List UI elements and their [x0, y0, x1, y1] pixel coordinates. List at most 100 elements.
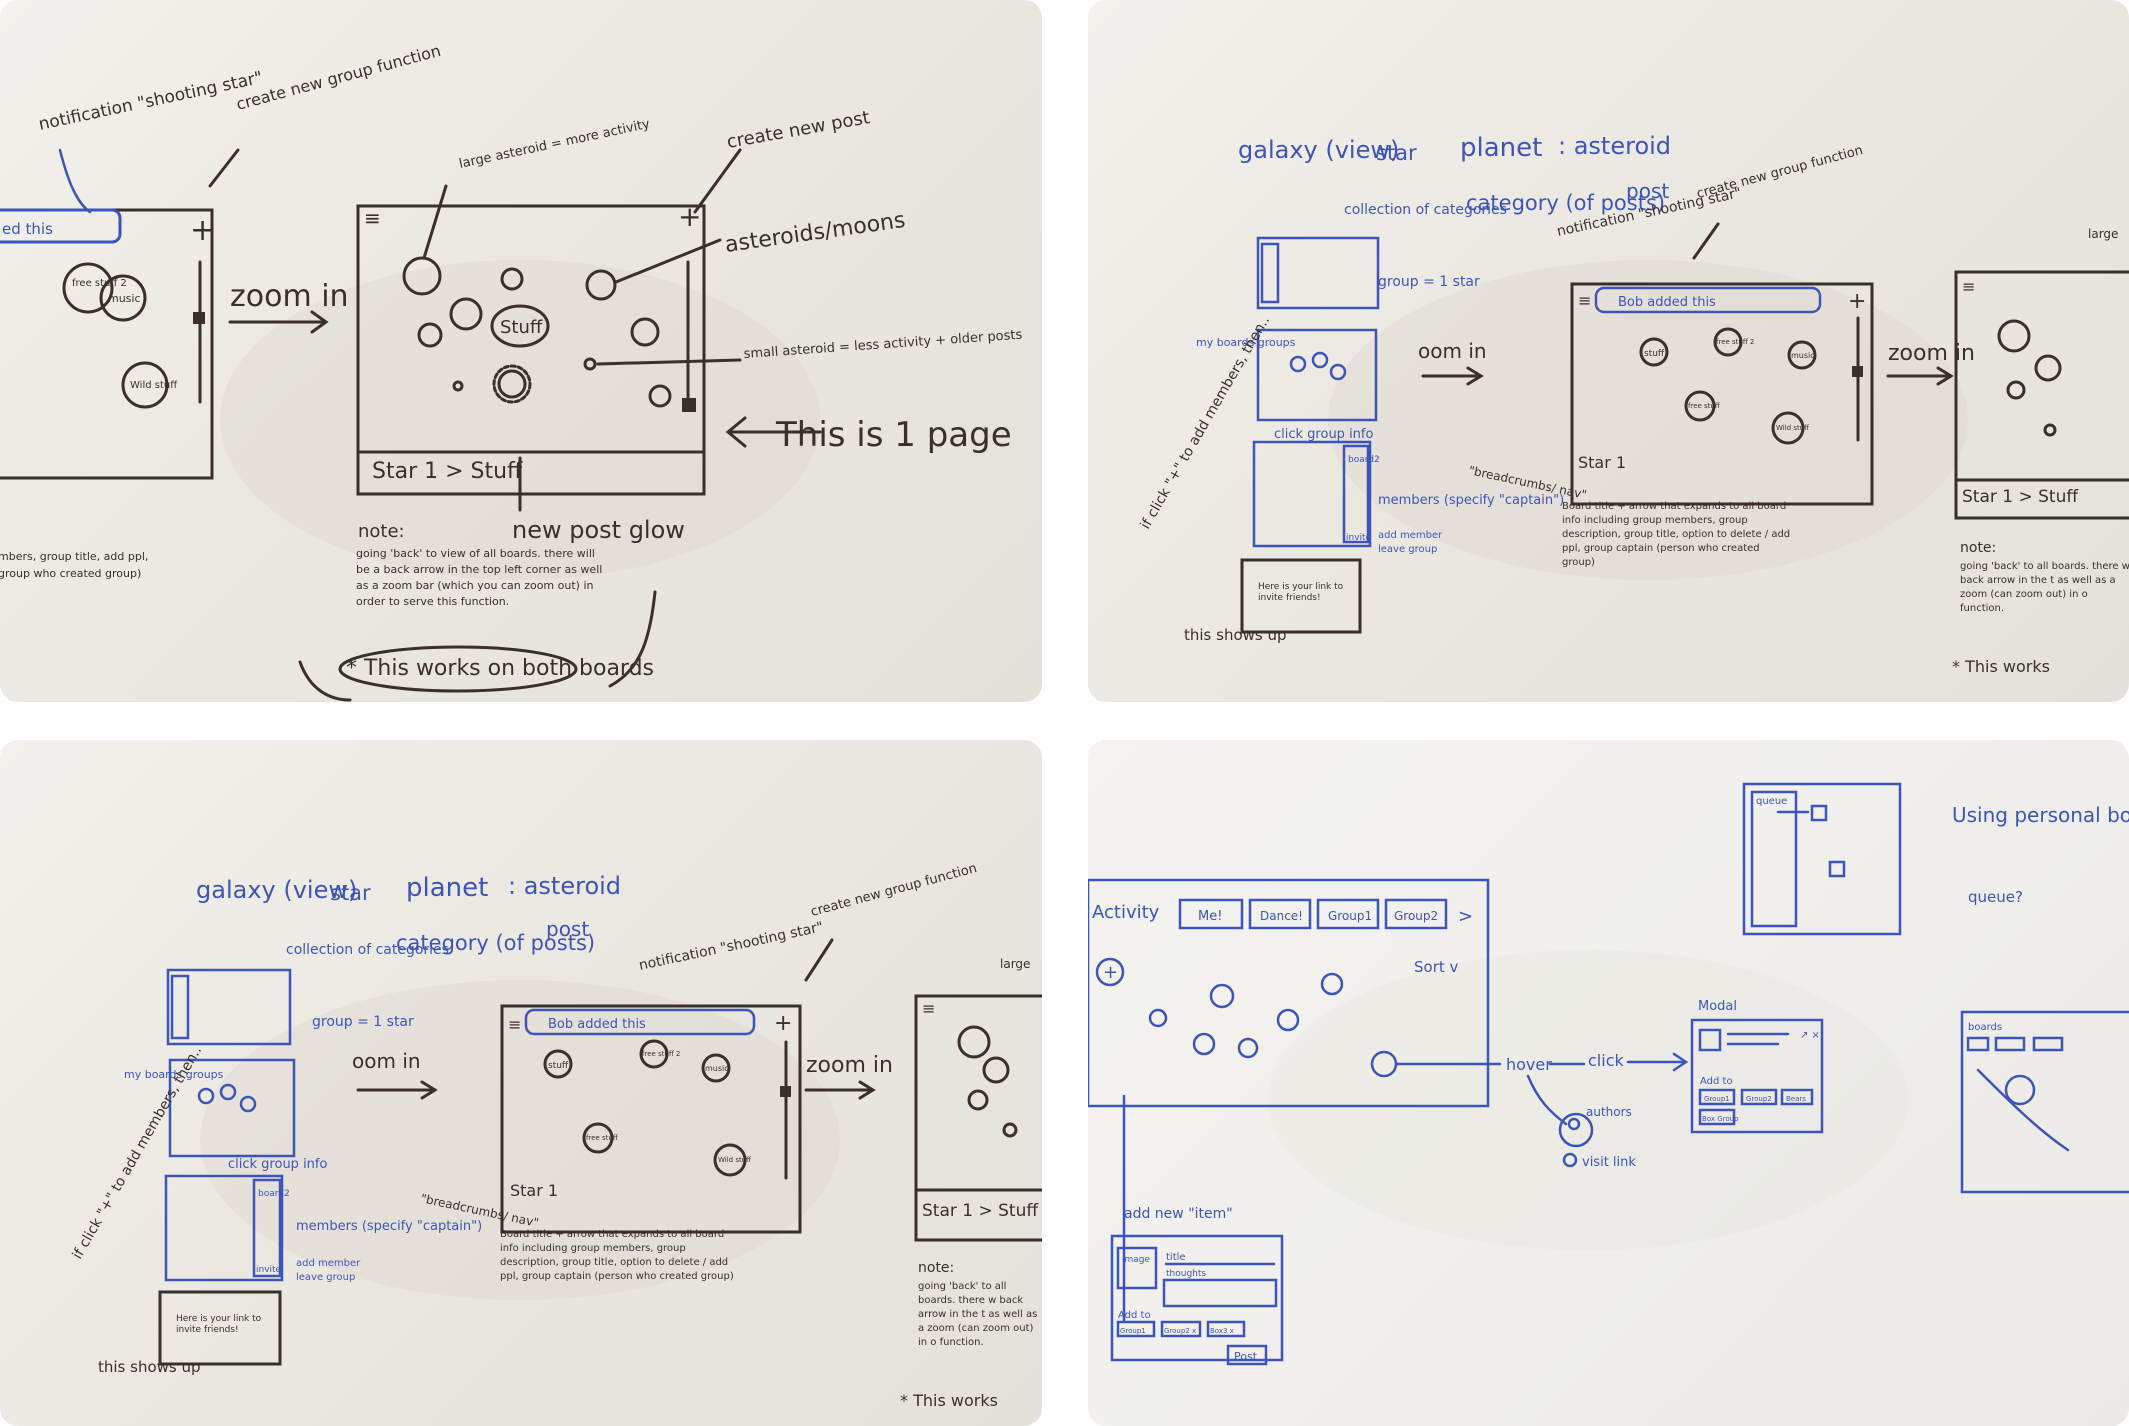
svg-text:free stuff: free stuff [586, 1134, 618, 1142]
svg-text:music: music [1791, 351, 1815, 360]
click-group-label: click group info [228, 1157, 327, 1172]
sketch-canvas-4: Activity Me! Dance! Group1 Group2 > Sort… [1088, 782, 2129, 1366]
whiteboard-photo-3: galaxy (view) star planet : asteroid col… [0, 740, 1042, 1426]
partial-board-frame [1954, 270, 2129, 520]
create-group-label: create new group function [1695, 143, 1864, 202]
invite-text: Here is your link to invite friends! [176, 1314, 262, 1335]
main-board-frame [1570, 282, 1874, 506]
svg-text:≡: ≡ [922, 999, 935, 1018]
svg-text:+: + [1103, 962, 1118, 983]
star-label: star [330, 881, 371, 905]
post-label: post [1626, 179, 1669, 203]
members-label: members (specify "captain") [296, 1219, 482, 1234]
this-is-1-page-label: This is 1 page [775, 415, 1012, 455]
bubble-music [99, 274, 147, 322]
sketch-canvas-3: galaxy (view) star planet : asteroid col… [70, 861, 1042, 1410]
zoom-in-label: zoom in [806, 1053, 893, 1078]
click-group-label: click group info [1274, 427, 1373, 442]
whiteboard-photo-1: ed this + free stuff 2 music Wild stuff … [0, 0, 1042, 702]
activity-board-frame [1088, 878, 1490, 1108]
svg-text:leave group: leave group [296, 1272, 355, 1283]
svg-text:↗ ×: ↗ × [1800, 1030, 1820, 1041]
partial-works-label: * This works [1952, 657, 2050, 676]
svg-text:boards: boards [1968, 1022, 2002, 1033]
add-item-button [1095, 957, 1125, 987]
svg-text:Group2 x: Group2 x [1164, 1327, 1196, 1335]
svg-text:large: large [1000, 957, 1030, 971]
main-board-frame [500, 1004, 802, 1234]
notification-bar-text: Bob added this [548, 1017, 646, 1032]
queue-frame [1742, 782, 1902, 936]
left-board-frame [0, 208, 214, 480]
svg-text:Group1: Group1 [1120, 1327, 1146, 1335]
left-plus-icon: + [190, 213, 215, 248]
notification-bar-text: Bob added this [1618, 295, 1716, 310]
bubble-wild-stuff [121, 361, 169, 409]
my-boards-mini [168, 1058, 296, 1158]
star1-breadcrumb: Star 1 [510, 1181, 558, 1200]
svg-text:free stuff 2: free stuff 2 [642, 1050, 680, 1058]
this-shows-up-label: this shows up [1184, 626, 1287, 644]
left-notification-bar [0, 208, 122, 244]
galaxy-label: galaxy (view) [1238, 136, 1399, 164]
notification-bar [1594, 286, 1822, 314]
left-notif-text: ed this [2, 220, 53, 238]
bubble-label-music: music [108, 292, 141, 305]
svg-text:Bears: Bears [1786, 1095, 1806, 1103]
new-post-glow-label: new post glow [512, 516, 685, 544]
bubble-label-free-stuff: free stuff 2 [72, 278, 127, 289]
new-item-form [1110, 1234, 1284, 1362]
galaxy-mini-board [1256, 236, 1380, 310]
svg-text:Box Group: Box Group [1702, 1115, 1739, 1123]
svg-text:stuff: stuff [1644, 349, 1665, 359]
sketch-canvas-2: galaxy (view) star planet : asteroid col… [1138, 132, 2129, 676]
invite-popup [1240, 558, 1362, 634]
galaxy-label: galaxy (view) [196, 876, 357, 904]
menu-icon: ≡ [364, 206, 381, 230]
using-personal-label: Using personal board? [1952, 803, 2129, 827]
svg-text:thoughts: thoughts [1166, 1269, 1206, 1279]
tab-dance [1248, 898, 1312, 930]
partial-note-text: going 'back' to all boards. there w back… [1960, 561, 2129, 614]
board-title-note: Board title + arrow that expands to all … [500, 1229, 734, 1282]
planet-label: planet [406, 873, 488, 903]
whiteboard-photo-2: galaxy (view) star planet : asteroid col… [1088, 0, 2129, 702]
bubble-label-wild-stuff: Wild stuff [130, 380, 178, 391]
notification-label: notification "shooting star" [37, 68, 265, 135]
group-info-mini [1252, 440, 1372, 548]
category-label: category (of posts) [1466, 191, 1665, 215]
large-asteroid-label: large asteroid = more activity [458, 117, 652, 172]
note-label: note: [358, 521, 405, 542]
collection-label: collection of categories [1344, 202, 1507, 218]
boards-partial-frame [1960, 1010, 2129, 1194]
svg-text:image: image [1122, 1255, 1150, 1265]
small-asteroid-label: small asteroid = less activity + older p… [743, 328, 1023, 362]
queue-question-label: queue? [1968, 888, 2023, 906]
this-shows-up-label: this shows up [98, 1358, 201, 1376]
notification-bar [524, 1008, 756, 1036]
svg-text:free stuff 2: free stuff 2 [1716, 338, 1754, 346]
add-member-label: add member [1378, 530, 1443, 541]
star1-breadcrumb: Star 1 [1578, 453, 1626, 472]
sort-label: Sort v [1414, 958, 1459, 976]
svg-text:>: > [1458, 906, 1473, 927]
planet-label: planet [1460, 133, 1542, 163]
star-label: star [1376, 141, 1417, 165]
works-both-label: * This works on both boards [346, 656, 654, 681]
svg-text:add member: add member [296, 1258, 361, 1269]
my-boards-label: my boards groups [124, 1068, 224, 1081]
my-boards-label: my boards groups [1196, 336, 1296, 349]
svg-text:music: music [705, 1064, 729, 1073]
create-group-label: create new group function [234, 41, 443, 114]
members-label: members (specify "captain") [1378, 493, 1564, 508]
add-new-item-label: add new "item" [1124, 1206, 1233, 1222]
galaxy-mini-board [166, 968, 292, 1046]
queue-label: queue [1756, 796, 1787, 807]
group-info-mini [164, 1174, 284, 1282]
leave-group-label: leave group [1378, 544, 1437, 555]
svg-text:Post: Post [1234, 1350, 1258, 1363]
modal-add-to-label: Add to [1700, 1076, 1733, 1087]
large-partial-label: large [2088, 227, 2118, 241]
partial-note-text: going 'back' to all boards. there w back… [918, 1281, 1038, 1348]
svg-text:Group1: Group1 [1704, 1095, 1730, 1103]
